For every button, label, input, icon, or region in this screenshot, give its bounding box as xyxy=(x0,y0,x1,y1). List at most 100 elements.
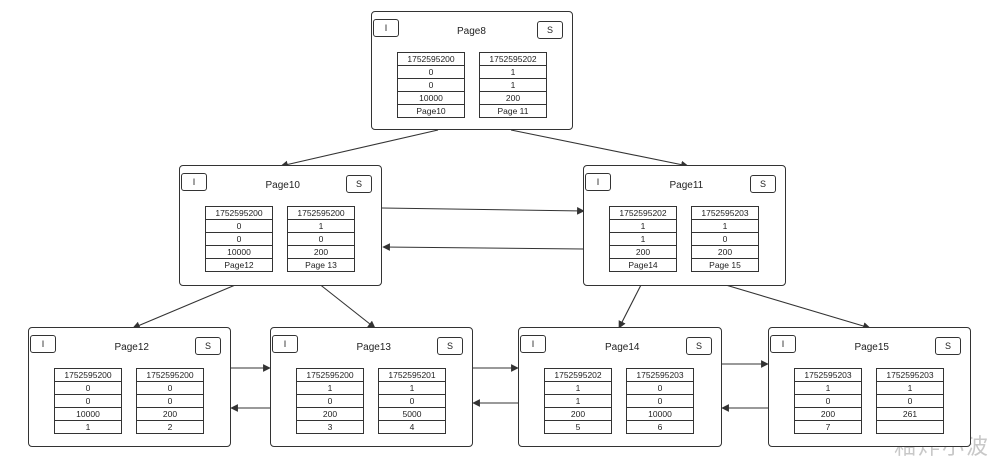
record-field-cell: 0 xyxy=(296,394,364,408)
record-field-cell: 10000 xyxy=(205,245,273,259)
record-field-cell: 0 xyxy=(136,394,204,408)
record-key-cell: 1752595201 xyxy=(378,368,446,382)
record-pointer-cell: 1 xyxy=(54,420,122,434)
insert-pointer-tag: I xyxy=(520,335,546,353)
child-pointer-arrow xyxy=(718,282,871,330)
record-pointer-cell: 3 xyxy=(296,420,364,434)
record-field-cell: 1 xyxy=(378,381,446,395)
record-field-cell: 0 xyxy=(397,78,465,92)
record-field-cell: 0 xyxy=(876,394,944,408)
record-pointer-cell: 2 xyxy=(136,420,204,434)
record-pointer-cell: Page12 xyxy=(205,258,273,272)
sibling-pointer-arrow xyxy=(382,243,584,251)
search-pointer-tag: S xyxy=(686,337,712,355)
record-pointer-cell: 7 xyxy=(794,420,862,434)
record-field-cell: 200 xyxy=(296,407,364,421)
record-key-cell: 1752595203 xyxy=(794,368,862,382)
record-key-cell: 1752595202 xyxy=(479,52,547,66)
page-title: Page15 xyxy=(854,342,889,353)
record-field-cell: 1 xyxy=(296,381,364,395)
sibling-pointer-arrow xyxy=(381,207,585,215)
record-key-cell: 1752595200 xyxy=(54,368,122,382)
record-field-cell: 0 xyxy=(378,394,446,408)
record-pointer-cell: 4 xyxy=(378,420,446,434)
record-field-cell: 0 xyxy=(397,65,465,79)
record-field-cell: 200 xyxy=(136,407,204,421)
record-pointer-cell: Page 15 xyxy=(691,258,759,272)
record-field-cell: 200 xyxy=(794,407,862,421)
record-field-cell: 0 xyxy=(54,381,122,395)
record-field-cell: 0 xyxy=(287,232,355,246)
child-pointer-arrow xyxy=(618,282,643,329)
record-key-cell: 1752595203 xyxy=(691,206,759,220)
search-pointer-tag: S xyxy=(346,175,372,193)
record-field-cell: 1 xyxy=(609,232,677,246)
record-pointer-cell: Page14 xyxy=(609,258,677,272)
page-title: Page10 xyxy=(265,180,300,191)
insert-pointer-tag: I xyxy=(272,335,298,353)
insert-pointer-tag: I xyxy=(770,335,796,353)
record-pointer-cell: 6 xyxy=(626,420,694,434)
record-field-cell: 0 xyxy=(136,381,204,395)
record-field-cell: 200 xyxy=(691,245,759,259)
record-field-cell: 0 xyxy=(691,232,759,246)
record-field-cell: 10000 xyxy=(397,91,465,105)
record-key-cell: 1752595200 xyxy=(136,368,204,382)
insert-pointer-tag: I xyxy=(373,19,399,37)
record-field-cell: 1 xyxy=(479,65,547,79)
record-field-cell: 200 xyxy=(479,91,547,105)
page-title: Page11 xyxy=(669,180,704,191)
search-pointer-tag: S xyxy=(437,337,463,355)
record-key-cell: 1752595200 xyxy=(296,368,364,382)
record-key-cell: 1752595203 xyxy=(626,368,694,382)
child-pointer-arrow xyxy=(132,282,241,329)
record-key-cell: 1752595202 xyxy=(609,206,677,220)
record-field-cell: 0 xyxy=(626,381,694,395)
record-field-cell: 1 xyxy=(544,394,612,408)
record-field-cell: 0 xyxy=(205,232,273,246)
record-key-cell: 1752595202 xyxy=(544,368,612,382)
record-pointer-cell: Page 13 xyxy=(287,258,355,272)
record-field-cell: 1 xyxy=(479,78,547,92)
page-title: Page12 xyxy=(114,342,149,353)
insert-pointer-tag: I xyxy=(585,173,611,191)
record-key-cell: 1752595200 xyxy=(287,206,355,220)
search-pointer-tag: S xyxy=(537,21,563,39)
record-field-cell: 200 xyxy=(544,407,612,421)
record-key-cell: 1752595200 xyxy=(397,52,465,66)
record-field-cell: 1 xyxy=(691,219,759,233)
child-pointer-arrow xyxy=(280,129,439,169)
record-field-cell: 0 xyxy=(54,394,122,408)
child-pointer-arrow xyxy=(317,282,376,329)
record-field-cell: 0 xyxy=(626,394,694,408)
search-pointer-tag: S xyxy=(750,175,776,193)
record-pointer-cell xyxy=(876,420,944,434)
record-field-cell: 1 xyxy=(794,381,862,395)
record-pointer-cell: 5 xyxy=(544,420,612,434)
record-field-cell: 200 xyxy=(287,245,355,259)
record-field-cell: 0 xyxy=(205,219,273,233)
insert-pointer-tag: I xyxy=(181,173,207,191)
record-key-cell: 1752595200 xyxy=(205,206,273,220)
record-key-cell: 1752595203 xyxy=(876,368,944,382)
page-title: Page13 xyxy=(356,342,391,353)
insert-pointer-tag: I xyxy=(30,335,56,353)
search-pointer-tag: S xyxy=(935,337,961,355)
record-field-cell: 1 xyxy=(876,381,944,395)
record-pointer-cell: Page 11 xyxy=(479,104,547,118)
record-field-cell: 1 xyxy=(609,219,677,233)
record-field-cell: 1 xyxy=(544,381,612,395)
